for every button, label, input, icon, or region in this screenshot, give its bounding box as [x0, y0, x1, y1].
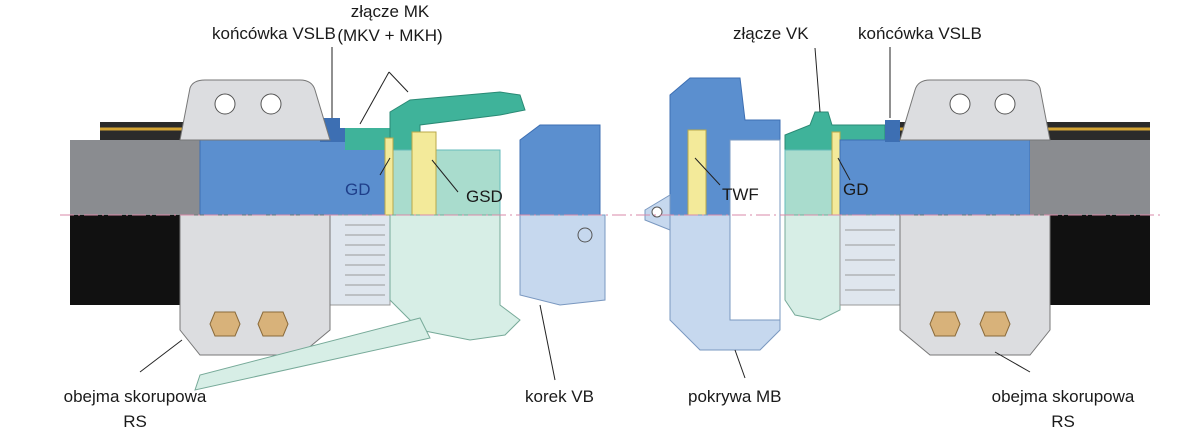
label-rs-right-1: obejma skorupowa — [991, 387, 1135, 406]
lever — [194, 317, 431, 391]
label-rs-left-2: RS — [123, 412, 147, 431]
label-mk-sub: (MKV + MKH) — [337, 26, 443, 45]
label-gd-right: GD — [843, 180, 869, 199]
bolt-icon — [257, 311, 289, 337]
label-twf: TWF — [722, 185, 759, 204]
bolt-icon — [929, 311, 961, 337]
label-rs-right-2: RS — [1051, 412, 1075, 431]
left-clamp-rs — [179, 79, 331, 356]
mk-coupling — [194, 91, 526, 391]
label-pokrywa: pokrywa MB — [688, 387, 782, 406]
bolt-icon — [209, 311, 241, 337]
label-right-vslb: końcówka VSLB — [858, 24, 982, 43]
pokrywa-mb — [644, 77, 781, 351]
bolt-icon — [979, 311, 1011, 337]
label-rs-left-1: obejma skorupowa — [63, 387, 207, 406]
korek-vb — [519, 124, 606, 306]
label-gsd: GSD — [466, 187, 503, 206]
label-vk: złącze VK — [733, 24, 809, 43]
label-korek: korek VB — [525, 387, 594, 406]
leader-lines — [139, 47, 1031, 381]
label-mk-title: złącze MK — [350, 2, 430, 21]
label-left-vslb: końcówka VSLB — [212, 24, 336, 43]
right-clamp-rs — [899, 79, 1051, 356]
label-gd-left: GD — [345, 180, 371, 199]
right-vslb-body — [839, 120, 1031, 306]
